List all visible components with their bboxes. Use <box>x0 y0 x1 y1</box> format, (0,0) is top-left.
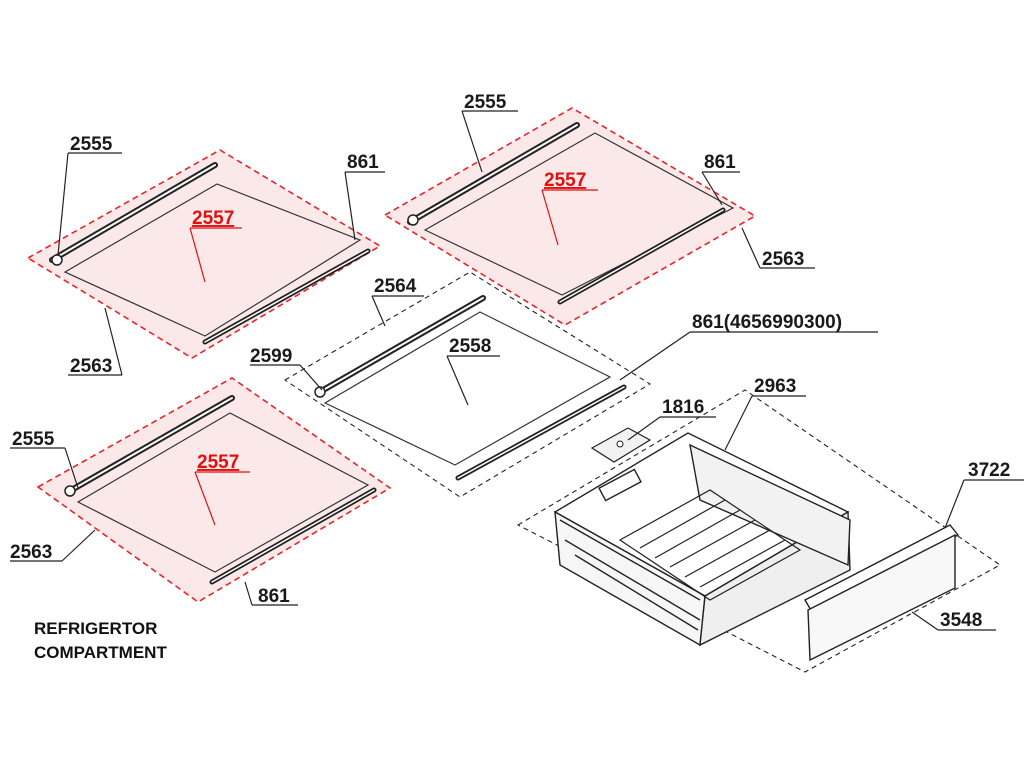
label-bl-front-rail: 861 <box>258 586 290 607</box>
shelf-bottom-left-back-rail <box>64 395 235 497</box>
shelf-top-left-front-rail <box>202 248 371 345</box>
shelf-bottom-left-glass <box>76 412 370 573</box>
drawer-body <box>553 432 851 647</box>
glass-leader-lines <box>189 189 598 526</box>
label-tl-frame: 2563 <box>70 356 112 377</box>
shelf-top-right-highlight <box>383 107 757 326</box>
drawer-floor-grid <box>618 489 802 601</box>
label-center-frame: 2564 <box>374 276 417 297</box>
label-bl-frame: 2563 <box>10 542 52 563</box>
diagram-caption: REFRIGERTOR COMPARTMENT <box>34 619 167 662</box>
shelf-top-left-glass <box>63 183 362 337</box>
shelf-top-left-back-rail <box>49 162 218 266</box>
shelf-center <box>283 271 652 498</box>
label-center-glass: 2558 <box>449 336 491 357</box>
label-tr-front-rail: 861 <box>704 152 736 173</box>
label-center-front-rail: 861(4656990300) <box>692 312 842 333</box>
label-bl-glass: 2557 <box>197 452 239 473</box>
label-tl-front-rail: 861 <box>347 152 379 173</box>
center-glass-leader <box>446 355 500 406</box>
shelf-center-glass <box>323 311 612 466</box>
label-tr-glass: 2557 <box>544 170 586 191</box>
drawer-assembly <box>516 389 1002 673</box>
caption-line-1: REFRIGERTOR <box>34 619 157 638</box>
label-tr-back-rail: 2555 <box>464 92 507 113</box>
shelf-top-right-glass <box>423 132 735 296</box>
shelf-top-right-back-rail <box>407 122 580 226</box>
shelf-top-right-front-rail <box>557 207 726 305</box>
label-tr-frame: 2563 <box>762 249 804 270</box>
label-tl-glass: 2557 <box>192 208 234 229</box>
caption-line-2: COMPARTMENT <box>34 643 167 662</box>
label-tl-back-rail: 2555 <box>70 134 113 155</box>
shelf-bottom-left-front-rail <box>209 487 377 585</box>
drawer-cover-plate <box>590 427 652 463</box>
part-labels: 2555 2557 861 2563 2555 2557 861 2563 25… <box>10 92 1010 631</box>
leader-lines <box>10 110 1024 631</box>
drawer-front-rail <box>804 524 960 613</box>
label-bl-back-rail: 2555 <box>12 429 55 450</box>
label-drawer-cover: 1816 <box>662 397 704 418</box>
shelf-top-left <box>26 149 382 359</box>
label-center-back-rail: 2599 <box>250 346 292 367</box>
drawer-front-panel <box>807 533 956 662</box>
shelf-center-front-rail <box>455 384 627 481</box>
label-drawer-front-panel: 3548 <box>940 610 982 631</box>
label-drawer-body: 2963 <box>754 376 796 397</box>
shelf-bottom-left <box>36 377 392 603</box>
shelf-top-right <box>383 107 757 326</box>
shelf-bottom-left-highlight <box>36 377 392 603</box>
shelf-center-frame <box>283 271 652 498</box>
shelf-top-left-highlight <box>26 149 382 359</box>
label-drawer-front-rail: 3722 <box>968 460 1010 481</box>
